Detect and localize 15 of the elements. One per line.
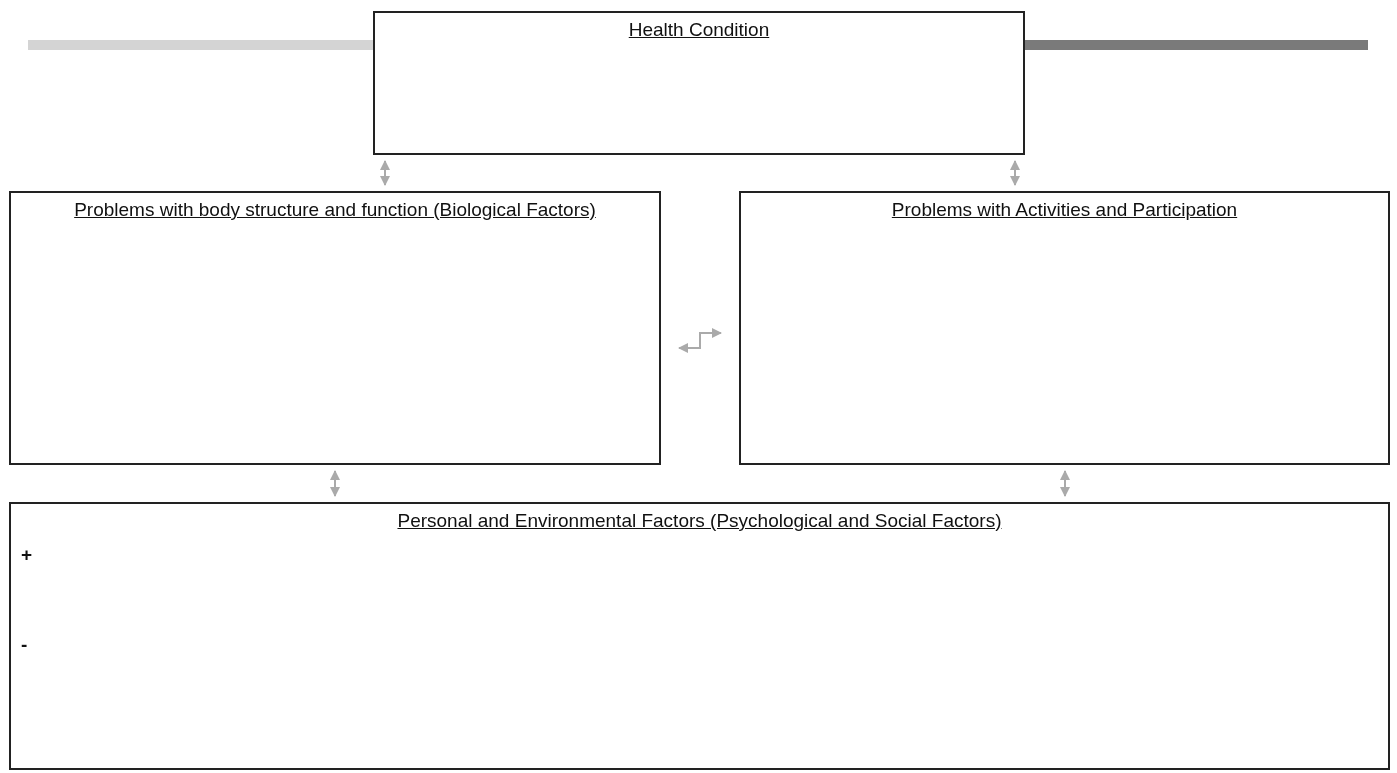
box-heading: Problems with body structure and function (Biological Factors) xyxy=(74,198,596,222)
double-arrow xyxy=(330,470,340,497)
double-arrow xyxy=(1060,470,1070,497)
double-arrow xyxy=(1010,160,1020,186)
sign-text: - xyxy=(21,634,28,656)
box-heading: Problems with Activities and Participation xyxy=(891,198,1238,222)
box-heading: Personal and Environmental Factors (Psychological and Social Factors) xyxy=(397,509,1002,533)
double-arrow xyxy=(678,328,722,353)
double-arrow xyxy=(380,160,390,186)
box-heading: Health Condition xyxy=(628,18,770,42)
text-box xyxy=(9,191,661,465)
sign-text: + xyxy=(21,544,33,566)
text-box xyxy=(373,11,1025,155)
text-box xyxy=(9,502,1390,770)
text-box xyxy=(739,191,1390,465)
